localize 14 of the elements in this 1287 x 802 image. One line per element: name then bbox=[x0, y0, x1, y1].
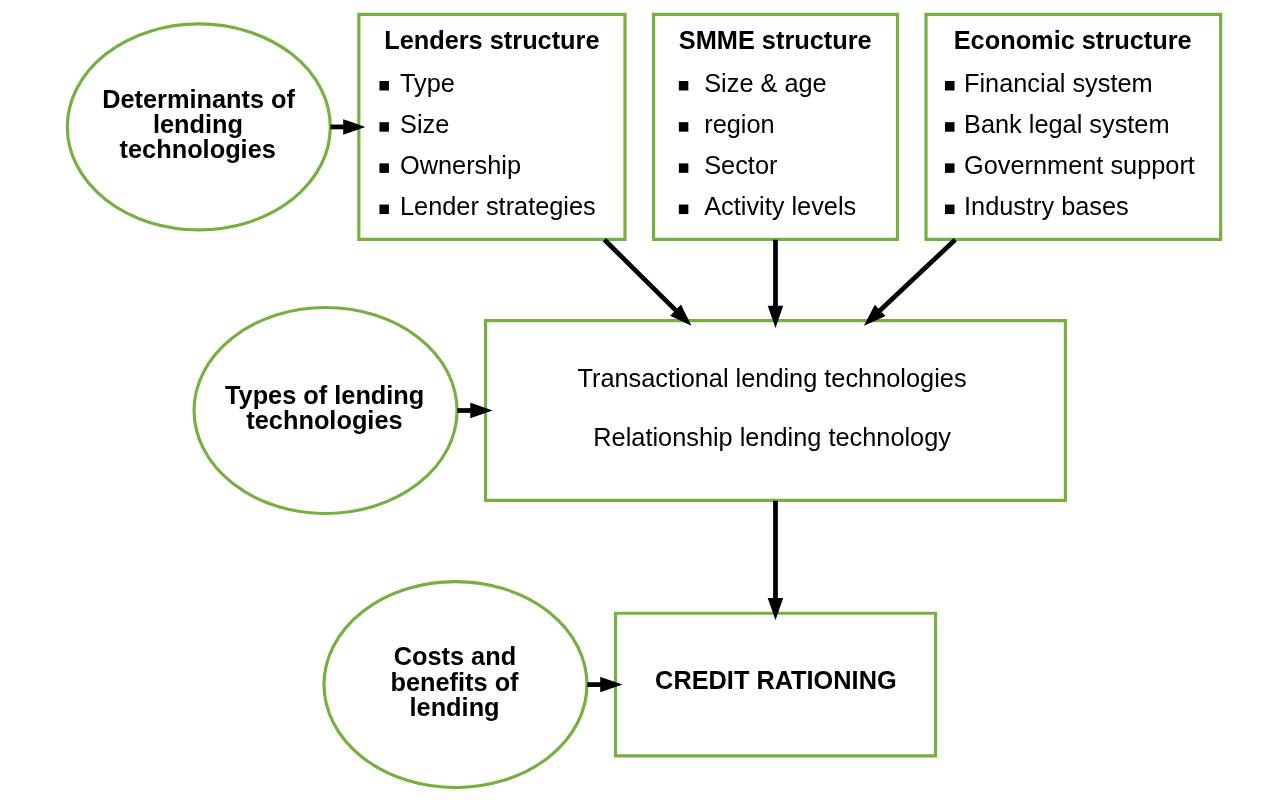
node-box: Transactional lending technologies Relationship lending technology bbox=[483, 319, 1067, 502]
arrow bbox=[602, 238, 691, 326]
node-ellipse: Types of lending technologies bbox=[192, 305, 459, 516]
node-box: CREDIT RATIONING bbox=[613, 611, 937, 758]
arrow bbox=[456, 402, 493, 419]
node-ellipse: Costs and benefits of lending bbox=[321, 580, 589, 790]
arrow bbox=[586, 676, 622, 693]
node-box: Lenders structure Type Size Ownership Lender strategies bbox=[356, 12, 627, 241]
arrow bbox=[767, 239, 783, 328]
arrow bbox=[863, 238, 957, 326]
node-box: SMME structure Size & age region Sector Activity levels bbox=[651, 12, 899, 241]
node-ellipse: Determinants of lending technologies bbox=[65, 22, 332, 232]
arrow bbox=[767, 500, 783, 621]
node-box: Economic structure Financial system Bank legal system Government support Industry bases bbox=[923, 12, 1222, 241]
